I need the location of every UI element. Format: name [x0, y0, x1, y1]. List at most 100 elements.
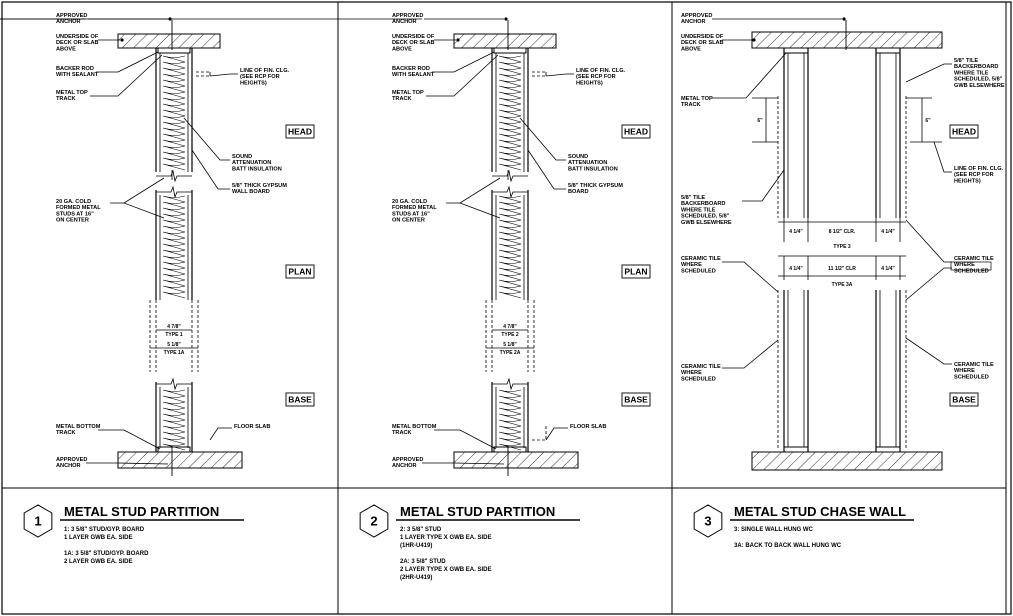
- break-line: [492, 169, 528, 183]
- approved-anchor-label: APPROVED: [56, 457, 87, 463]
- detail-note: (1HR-U419): [400, 543, 432, 549]
- bottom-track: [875, 446, 901, 453]
- deck-slab: [453, 33, 557, 49]
- floor-slab-label: FLOOR SLAB: [234, 424, 270, 430]
- ceramic-tile-label: CERAMIC TILE: [681, 364, 721, 370]
- leader-line: [545, 427, 568, 441]
- leader-line: [722, 339, 779, 369]
- insulation-label: BATT INSULATION: [568, 166, 618, 172]
- leader-line: [527, 149, 566, 190]
- stud-label: 20 GA. COLD: [56, 199, 91, 205]
- tile-backer-label: 5/8" TILE: [954, 58, 978, 64]
- dim-text: 11 1/2" CLR: [828, 266, 856, 272]
- leader-line: [209, 427, 232, 441]
- bottom-track: [783, 446, 809, 453]
- batt-insulation: [162, 195, 186, 299]
- leader-line: [422, 462, 505, 465]
- detail-note: 1 LAYER GWB EA. SIDE: [64, 535, 132, 541]
- stud-label: STUDS AT 16": [56, 211, 94, 217]
- dim-text: 8 1/2" CLR.: [829, 229, 856, 235]
- detail-note: 3A: BACK TO BACK WALL HUNG WC: [734, 543, 842, 549]
- gypsum-label: WALL BOARD: [232, 189, 270, 195]
- leader-line: [905, 337, 952, 365]
- underside-label: DECK OR SLAB: [681, 40, 724, 46]
- detail-note: 2A: 3 5/8" STUD: [400, 559, 446, 565]
- backer-rod-label: BACKER ROD: [56, 66, 94, 72]
- dimension-text: 5 1/8": [167, 342, 181, 348]
- gypsum-label: BOARD: [568, 189, 589, 195]
- top-track-label: METAL TOP: [392, 90, 424, 96]
- ceiling-label: LINE OF FIN. CLG.: [576, 68, 626, 74]
- detail-title: METAL STUD CHASE WALL: [734, 504, 906, 519]
- approved-anchor-label: APPROVED: [392, 13, 423, 19]
- dimension-type: TYPE 1: [165, 332, 182, 338]
- leader-dot: [842, 17, 846, 21]
- tag-plan-box: [621, 264, 651, 279]
- detail-title: METAL STUD PARTITION: [64, 504, 219, 519]
- underside-label: DECK OR SLAB: [392, 40, 435, 46]
- dim-text: 4 1/4": [881, 266, 895, 272]
- detail-note: (2HR-U419): [400, 575, 432, 581]
- leader-dot: [504, 17, 508, 21]
- dimension-text: 5 1/8": [503, 342, 517, 348]
- leader-line: [183, 117, 230, 161]
- bottom-track-label: TRACK: [56, 430, 76, 436]
- ceramic-tile-label: CERAMIC TILE: [954, 256, 994, 262]
- tag-head: HEAD: [624, 127, 648, 137]
- batt-insulation: [498, 195, 522, 299]
- top-track-label: METAL TOP: [56, 90, 88, 96]
- break-line: [156, 377, 192, 391]
- batt-insulation: [162, 55, 186, 171]
- leader-line: [426, 54, 499, 97]
- floor-slab: [751, 451, 943, 471]
- backer-rod-label: BACKER ROD: [392, 66, 430, 72]
- ceiling-label: (SEE RCP FOR: [576, 74, 616, 80]
- top-track: [875, 47, 901, 54]
- tag-head: HEAD: [288, 127, 312, 137]
- leader-line: [86, 462, 169, 465]
- underside-label: ABOVE: [681, 46, 701, 52]
- ceiling-label: LINE OF FIN. CLG.: [240, 68, 290, 74]
- dimension-text: 4 7/8": [167, 324, 181, 330]
- leader-line: [933, 141, 952, 173]
- leader-line: [905, 267, 952, 301]
- tag-base: BASE: [952, 395, 976, 405]
- tag-plan: PLAN: [288, 267, 311, 277]
- ceiling-label: HEIGHTS): [576, 80, 603, 86]
- stud-label: ON CENTER: [392, 218, 425, 224]
- deck-slab: [117, 33, 221, 49]
- top-track-label: TRACK: [681, 102, 701, 108]
- insulation-label: BATT INSULATION: [232, 166, 282, 172]
- leader-line: [434, 429, 497, 450]
- ceramic-tile-label: SCHEDULED: [681, 376, 716, 382]
- leader-line: [191, 149, 230, 190]
- tile-backer-label: BACKERBOARD: [954, 64, 998, 70]
- underside-label: ABOVE: [56, 46, 76, 52]
- ceramic-tile-label: CERAMIC TILE: [954, 362, 994, 368]
- detail-note: 1: 3 5/8" STUD/GYP. BOARD: [64, 527, 145, 533]
- backer-rod-label: WITH SEALANT: [392, 72, 435, 78]
- bottom-track-label: METAL BOTTOM: [56, 424, 101, 430]
- dim-text: 4 1/4": [789, 229, 803, 235]
- leader-line: [545, 73, 574, 77]
- leader-line: [123, 202, 165, 219]
- tile-backer-label: 5/8" TILE: [681, 195, 705, 201]
- where-box: [950, 261, 992, 271]
- floor-slab: [117, 451, 243, 469]
- tag-head-box: [621, 124, 651, 139]
- leader-line: [459, 202, 501, 219]
- detail-note: 1A: 3 5/8" STUD/GYP. BOARD: [64, 551, 149, 557]
- floor-slab: [453, 451, 579, 469]
- break-line: [156, 185, 192, 199]
- approved-anchor-label: ANCHOR: [681, 19, 706, 25]
- ceiling-label: HEIGHTS): [240, 80, 267, 86]
- tag-head: HEAD: [952, 127, 976, 137]
- tag-base-box: [621, 392, 651, 407]
- batt-insulation: [498, 55, 522, 171]
- underside-label: UNDERSIDE OF: [681, 34, 724, 40]
- top-track: [493, 47, 527, 54]
- underside-label: DECK OR SLAB: [56, 40, 99, 46]
